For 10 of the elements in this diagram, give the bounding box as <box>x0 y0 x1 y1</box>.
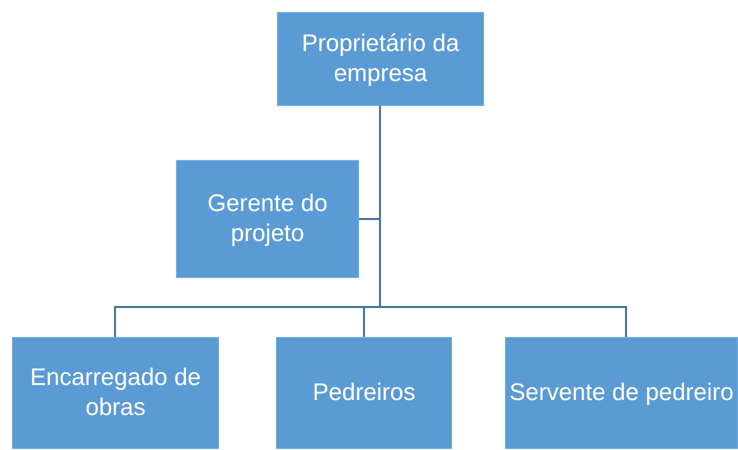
role-box <box>12 337 219 449</box>
role-box <box>277 12 484 106</box>
role-label: Encarregado de obras <box>29 363 202 423</box>
role-box <box>176 160 359 278</box>
role-box <box>276 337 452 449</box>
role-label: Gerente do projeto <box>206 189 329 249</box>
role-label: Servente de pedreiro <box>509 378 734 408</box>
role-label: Pedreiros <box>312 378 416 408</box>
role-box <box>505 337 738 449</box>
role-label: Proprietário da empresa <box>300 29 460 89</box>
